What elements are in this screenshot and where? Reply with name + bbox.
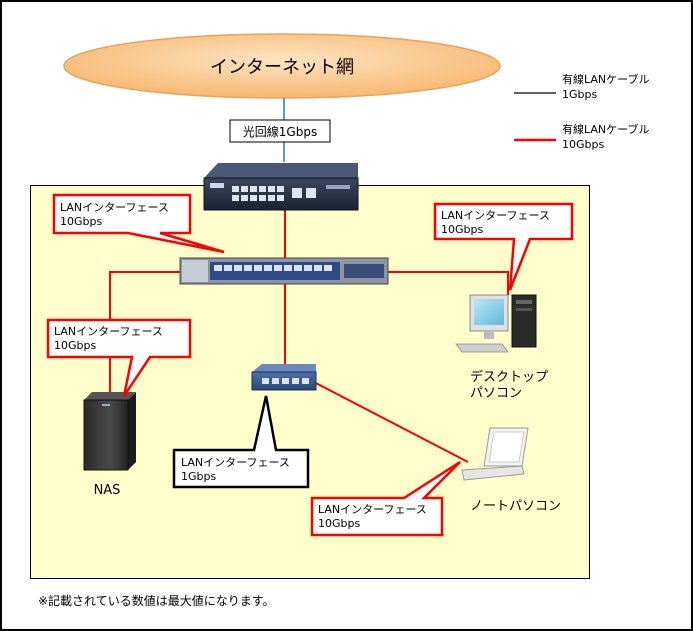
nas-device xyxy=(83,392,136,471)
laptop-pc xyxy=(461,427,529,481)
router xyxy=(203,163,359,211)
desktop-label-line2: パソコン xyxy=(470,386,522,401)
callout-hub-line1: LANインターフェース xyxy=(181,456,290,469)
switch-ports xyxy=(214,265,332,271)
desktop-label-line1: デスクトップ xyxy=(470,369,548,385)
callout-hub-line2: 1Gbps xyxy=(181,470,216,483)
nas-label: NAS xyxy=(94,483,121,498)
internet-cloud: インターネット網 xyxy=(63,33,501,99)
callout-hub: LANインターフェース 1Gbps xyxy=(172,395,310,489)
desktop-pc xyxy=(455,294,537,353)
legend-1g-line2: 1Gbps xyxy=(562,88,597,101)
callout-switch: LANインターフェース 10Gbps xyxy=(52,193,225,254)
legend: 有線LANケーブル 1Gbps 有線LANケーブル 10Gbps xyxy=(514,72,649,151)
legend-1g-line1: 有線LANケーブル xyxy=(562,72,649,86)
callout-desktop-line1: LANインターフェース xyxy=(441,209,550,222)
callout-nas-line2: 10Gbps xyxy=(54,339,96,352)
callout-switch-line1: LANインターフェース xyxy=(60,201,169,214)
router-ports xyxy=(232,186,316,201)
switch-10g xyxy=(179,257,389,285)
callout-laptop-line1: LANインターフェース xyxy=(318,503,427,516)
link-hub-laptop xyxy=(309,379,469,463)
uplink-label: 光回線1Gbps xyxy=(243,124,317,139)
legend-10g-line2: 10Gbps xyxy=(562,138,604,151)
callout-laptop: LANインターフェース 10Gbps xyxy=(310,460,461,537)
footnote: ※記載されている数値は最大値になります。 xyxy=(38,594,275,608)
callout-switch-line2: 10Gbps xyxy=(60,215,102,228)
callout-nas: LANインターフェース 10Gbps xyxy=(46,318,192,397)
laptop-label: ノートパソコン xyxy=(470,499,561,514)
link-switch-desktop xyxy=(388,271,509,295)
legend-10g-line1: 有線LANケーブル xyxy=(562,122,649,136)
callout-laptop-line2: 10Gbps xyxy=(318,517,360,530)
switch-1g xyxy=(251,364,317,391)
callout-nas-line1: LANインターフェース xyxy=(54,325,163,338)
cloud-label: インターネット網 xyxy=(210,57,354,78)
uplink-label-box: 光回線1Gbps xyxy=(229,119,331,143)
callout-desktop: LANインターフェース 10Gbps xyxy=(433,202,574,291)
callout-desktop-line2: 10Gbps xyxy=(441,223,483,236)
